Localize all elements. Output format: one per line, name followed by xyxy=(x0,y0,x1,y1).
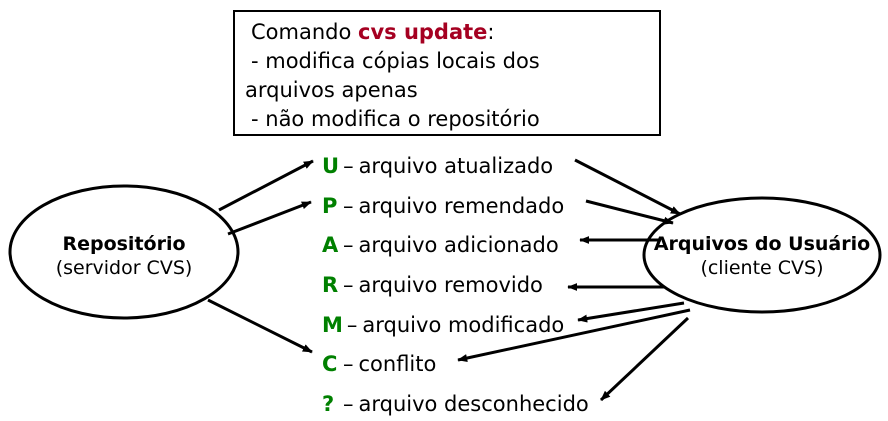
note-line-1: Comando cvs update: xyxy=(245,18,659,47)
legend-dash: – xyxy=(343,391,354,416)
legend-code: M xyxy=(322,312,343,337)
legend-code: C xyxy=(322,352,338,377)
legend-description: arquivo adicionado xyxy=(358,233,559,258)
legend-item: R – arquivo removido xyxy=(322,265,589,305)
legend-dash: – xyxy=(343,272,354,297)
legend-description: arquivo removido xyxy=(358,272,543,297)
arrow-repository-to-P xyxy=(227,200,312,236)
legend-description: arquivo remendado xyxy=(358,193,565,218)
legend-item: U – arquivo atualizado xyxy=(322,146,589,186)
arrow-P-to-client xyxy=(585,199,674,225)
legend-code: U xyxy=(322,153,340,178)
repository-subtitle: (servidor CVS) xyxy=(55,257,193,279)
legend-description: conflito xyxy=(358,352,437,377)
legend-description: arquivo atualizado xyxy=(358,153,554,178)
note-line-1-suffix: : xyxy=(487,20,495,44)
repository-title: Repositório xyxy=(62,233,186,255)
note-line-3: arquivos apenas xyxy=(245,78,418,102)
legend-code: A xyxy=(322,233,339,258)
arrow-client-to-M xyxy=(577,301,685,323)
legend-description: arquivo modificado xyxy=(362,312,565,337)
arrow-client-to-C xyxy=(457,308,691,362)
legend-dash: – xyxy=(343,193,354,218)
note-line-1-prefix: Comando xyxy=(251,20,358,44)
client-label: Arquivos do Usuário (cliente CVS) xyxy=(639,232,885,280)
client-subtitle: (cliente CVS) xyxy=(700,257,824,279)
status-code-legend: U – arquivo atualizado P – arquivo remen… xyxy=(322,146,589,421)
legend-code: P xyxy=(322,193,338,218)
legend-dash: – xyxy=(346,312,358,337)
legend-dash: – xyxy=(343,153,354,178)
note-command-name: cvs update xyxy=(358,20,488,44)
arrow-client-to-unknown xyxy=(599,316,690,402)
legend-code: ? xyxy=(322,391,335,416)
note-line-4: - não modifica o repositório xyxy=(251,107,540,131)
note-line-2: - modifica cópias locais dos xyxy=(251,49,540,73)
legend-dash: – xyxy=(343,352,354,377)
legend-dash: – xyxy=(343,233,354,258)
legend-item: C – conflito xyxy=(322,344,589,384)
arrow-repository-to-U xyxy=(218,159,314,212)
legend-description: arquivo desconhecido xyxy=(358,391,589,416)
repository-label: Repositório (servidor CVS) xyxy=(10,232,238,280)
legend-item: P – arquivo remendado xyxy=(322,186,589,226)
repository-ellipse[interactable] xyxy=(8,184,240,320)
legend-item: M – arquivo modificado xyxy=(322,305,589,345)
legend-code: R xyxy=(322,272,339,297)
client-ellipse[interactable] xyxy=(642,196,882,314)
legend-item: ? – arquivo desconhecido xyxy=(322,384,589,421)
arrow-repository-to-C xyxy=(207,298,313,354)
cvs-update-note-box: Comando cvs update: - modifica cópias lo… xyxy=(233,10,661,136)
legend-item: A – arquivo adicionado xyxy=(322,225,589,265)
arrow-U-to-client xyxy=(574,158,681,216)
client-title: Arquivos do Usuário xyxy=(653,233,871,255)
